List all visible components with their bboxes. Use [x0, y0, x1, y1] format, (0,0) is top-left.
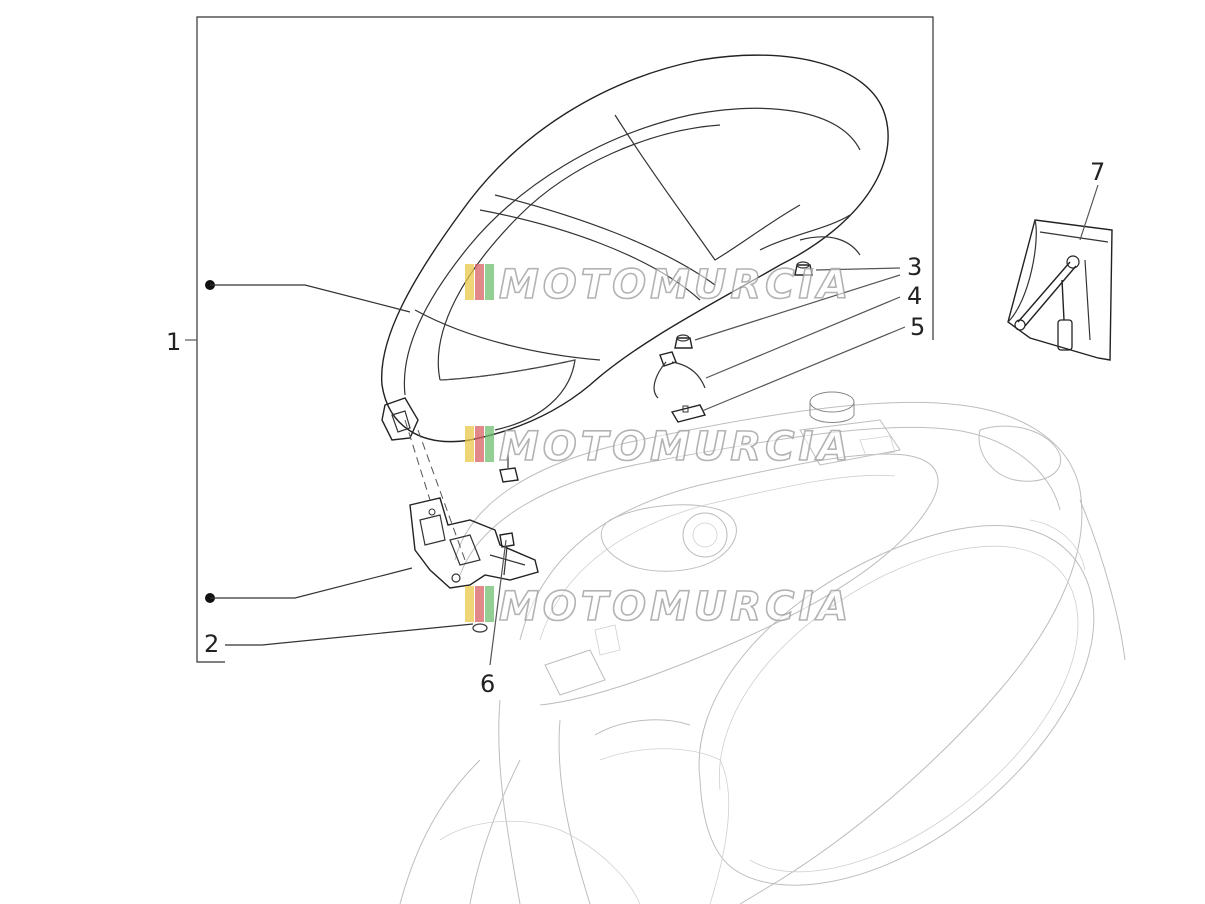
seat-pin-icon: [499, 455, 519, 483]
callout-5: 5: [910, 313, 925, 341]
callout-7: 7: [1090, 158, 1105, 186]
nut-icon: [472, 623, 488, 633]
watermark-stripe-icon: [475, 264, 484, 300]
striker-plate-icon: [670, 404, 707, 423]
callout-4: 4: [907, 282, 922, 310]
watermark-stripe-icon: [465, 426, 474, 462]
callout-1: 1: [166, 328, 181, 356]
watermark-2: MOTOMURCIA: [465, 423, 852, 471]
rubber-buffer-icon: [674, 261, 813, 349]
watermark-stripe-icon: [485, 586, 494, 622]
group-1-bracket: [185, 16, 934, 663]
watermark-stripe-icon: [475, 426, 484, 462]
callout-2: 2: [204, 630, 219, 658]
watermark-1: MOTOMURCIA: [465, 261, 852, 309]
fuel-cap-icon: [799, 391, 901, 466]
hinge-bracket-icon: [404, 419, 539, 589]
scooter-body-frame-icon: [399, 391, 1126, 904]
seat-icon: [380, 54, 889, 443]
watermark-stripe-icon: [485, 264, 494, 300]
watermark-text: MOTOMURCIA: [499, 262, 852, 308]
leader-lines: [205, 184, 1099, 666]
watermark-stripe-icon: [485, 426, 494, 462]
watermark-text: MOTOMURCIA: [499, 584, 852, 630]
seat-lock-cable-icon: [653, 351, 706, 399]
tool-kit-bag-icon: [1007, 219, 1113, 361]
watermark-stripe-icon: [465, 264, 474, 300]
watermark-stripe-icon: [465, 586, 474, 622]
watermark-stripe-icon: [475, 586, 484, 622]
bolt-icon: [499, 532, 515, 576]
callout-3: 3: [907, 253, 922, 281]
watermark-3: MOTOMURCIA: [465, 583, 852, 631]
callout-6: 6: [480, 670, 495, 698]
watermark-text: MOTOMURCIA: [499, 424, 852, 470]
